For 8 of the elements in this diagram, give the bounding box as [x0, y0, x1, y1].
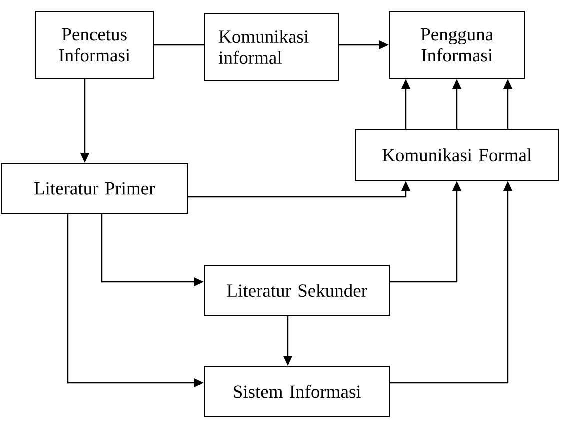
process-box: Pengguna Informasi — [389, 11, 526, 80]
process-box: Literatur Sekunder — [204, 265, 390, 316]
process-box: Literatur Primer — [1, 163, 188, 214]
process-box: Komunikasi Formal — [355, 129, 560, 182]
process-box: Sistem Informasi — [204, 366, 390, 418]
process-box: Komunikasi informal — [204, 13, 340, 82]
connector-line — [154, 44, 204, 46]
process-box: Pencetus Informasi — [35, 11, 154, 80]
